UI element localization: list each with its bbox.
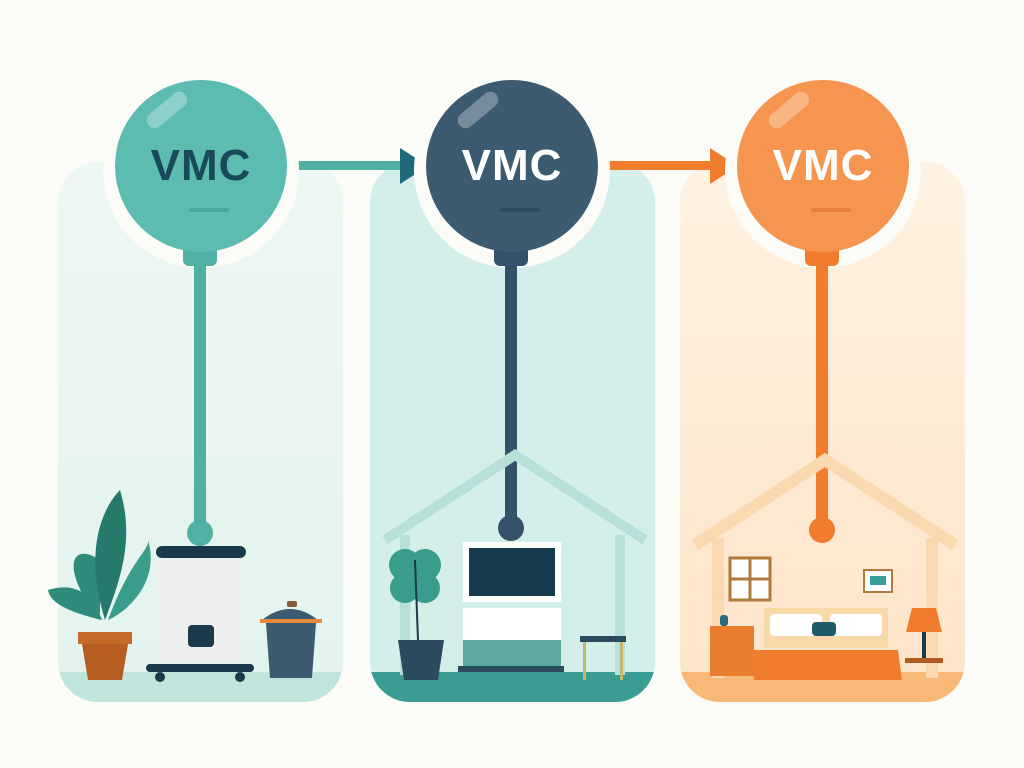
lamp-icon (905, 608, 943, 663)
rod (194, 250, 206, 530)
vmc-ball-3: VMC (737, 80, 909, 252)
arrow-1-to-2 (285, 161, 405, 170)
picture-frame-icon (863, 569, 893, 593)
vmc-label: VMC (772, 141, 874, 190)
window-icon (728, 556, 772, 602)
utility-room-scene (48, 490, 322, 682)
vmc-ball-2: VMC (426, 80, 598, 252)
plant-icon (48, 490, 151, 680)
bedroom-scene (691, 452, 959, 680)
stool-icon (580, 636, 626, 680)
vmc-unit-icon (146, 546, 254, 682)
bed-icon (752, 608, 902, 680)
arrow-2-to-3 (596, 161, 716, 170)
plant-icon (389, 549, 444, 680)
vmc-label: VMC (461, 141, 563, 190)
nightstand-icon (710, 615, 754, 676)
vmc-label: VMC (150, 141, 252, 190)
bin-icon (260, 601, 322, 678)
tv-icon (458, 542, 564, 672)
vmc-ball-1: VMC (115, 80, 287, 252)
living-room-scene (382, 449, 648, 680)
